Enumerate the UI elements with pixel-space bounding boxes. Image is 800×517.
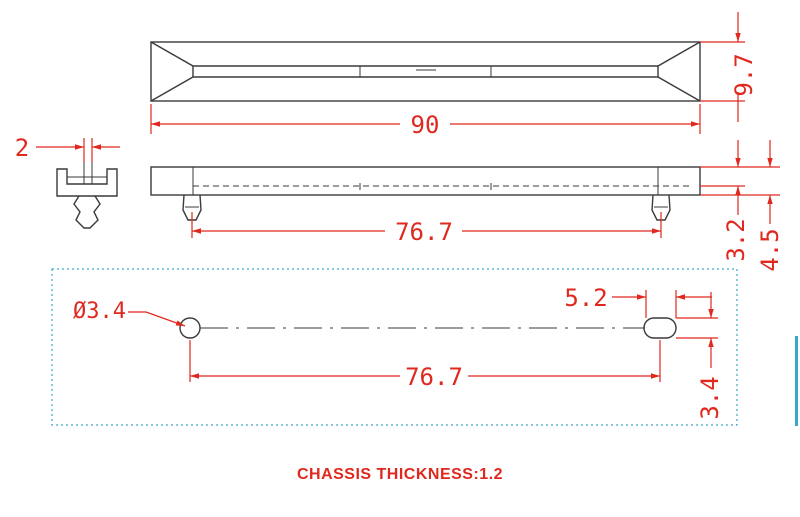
cutout-view xyxy=(179,317,677,339)
round-hole xyxy=(179,317,201,339)
dimension-hole-spacing xyxy=(189,340,661,382)
edge-marker xyxy=(795,336,798,426)
dimension-slot-width-label: 3.4 xyxy=(696,376,724,419)
dimension-height-label: 9.7 xyxy=(730,53,758,96)
dimension-clip-width-label: 2 xyxy=(15,134,29,162)
dimension-height xyxy=(700,12,745,122)
top-view-bevel-upper xyxy=(150,41,701,67)
dimension-depth-large-label: 4.5 xyxy=(756,228,784,271)
dimension-hole-spacing-label: 76.7 xyxy=(405,363,463,391)
dimension-pin-spacing xyxy=(191,212,662,238)
dimension-slot-length xyxy=(612,290,712,318)
dimension-pin-spacing-label: 76.7 xyxy=(395,218,453,246)
chassis-thickness-note: CHASSIS THICKNESS:1.2 xyxy=(296,466,504,483)
dimension-depth-small-label: 3.2 xyxy=(722,218,750,261)
clip-pin xyxy=(73,195,101,229)
cutout-panel-border xyxy=(51,268,738,426)
slot-hole xyxy=(643,317,677,339)
dimension-overall-length xyxy=(150,104,701,134)
dimension-depth xyxy=(700,140,780,224)
top-view-outline xyxy=(150,41,701,102)
side-view xyxy=(150,166,701,221)
dimension-overall-length-label: 90 xyxy=(411,111,440,139)
dimension-clip-width xyxy=(36,138,120,162)
end-view-clip xyxy=(56,160,118,229)
dimension-hole-diameter-label: Ø3.4 xyxy=(73,299,126,324)
dimension-slot-width xyxy=(676,292,718,368)
top-view-bevel-lower xyxy=(150,76,701,102)
clip-body xyxy=(56,168,118,197)
top-view xyxy=(150,41,701,102)
side-view-outline xyxy=(150,166,701,196)
dimension-slot-length-label: 5.2 xyxy=(564,284,607,312)
